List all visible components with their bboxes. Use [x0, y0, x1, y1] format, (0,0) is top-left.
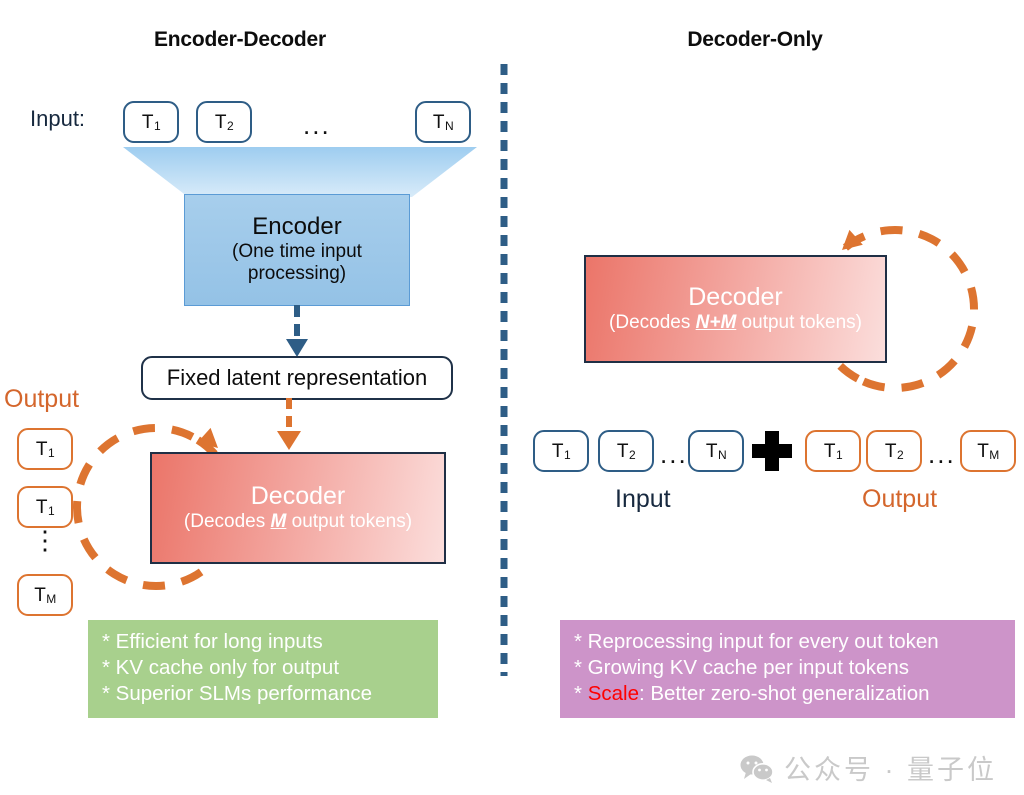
- wechat-icon: [740, 755, 774, 783]
- callout-line3-prefix: *: [574, 682, 588, 706]
- panel-divider: [500, 64, 508, 676]
- token-sub: 1: [563, 448, 571, 462]
- left-decoder-box: Decoder (Decodes M output tokens): [150, 452, 446, 564]
- callout-scale-keyword: Scale: [587, 682, 639, 706]
- plus-icon: [752, 431, 792, 471]
- right-input-caption: Input: [615, 485, 671, 513]
- callout-line: * Superior SLMs performance: [102, 682, 373, 706]
- token-base: T: [35, 438, 48, 460]
- input-funnel-shape: [123, 147, 477, 197]
- right-output-caption: Output: [862, 485, 938, 513]
- left-panel-title: Encoder-Decoder: [153, 28, 327, 51]
- latent-representation-box: Fixed latent representation: [141, 356, 453, 400]
- token-base: T: [432, 111, 445, 133]
- encoder-to-latent-arrow: [286, 305, 308, 357]
- left-decoder-sub-prefix: (Decodes: [183, 510, 271, 532]
- token-sub: N: [444, 119, 454, 133]
- left-decoder-sub-suffix: output tokens): [286, 510, 413, 532]
- token-base: T: [34, 584, 46, 606]
- watermark: 公众号 · 量子位: [740, 748, 997, 787]
- left-benefits-callout: * Efficient for long inputs * KV cache o…: [88, 620, 438, 718]
- right-decoder-sub-prefix: (Decodes: [609, 311, 696, 333]
- encoder-subtitle-line1: (One time input: [232, 240, 362, 262]
- token-base: T: [823, 440, 836, 462]
- watermark-text: 公众号 · 量子位: [784, 755, 997, 785]
- token-base: T: [616, 440, 629, 462]
- right-decoder-sub-suffix: output tokens): [736, 311, 862, 333]
- token-base: T: [35, 496, 48, 518]
- token-sub: 2: [226, 119, 234, 133]
- callout-line: * Growing KV cache per input tokens: [574, 656, 910, 680]
- token-base: T: [705, 440, 718, 462]
- token-sub: M: [46, 592, 57, 606]
- token-sub: 1: [153, 119, 161, 133]
- callout-line-scale: * Scale: Better zero-shot generalization: [574, 681, 1001, 707]
- token-sub: 1: [835, 448, 843, 462]
- callout-line: * Reprocessing input for every out token: [574, 630, 939, 653]
- token-base: T: [214, 111, 227, 133]
- encoder-title: Encoder: [252, 212, 342, 240]
- token-base: T: [884, 440, 897, 462]
- token-base: T: [551, 440, 564, 462]
- left-decoder-title: Decoder: [250, 482, 346, 511]
- left-decoder-sub-symbol: M: [270, 510, 287, 532]
- left-output-label: Output: [4, 385, 80, 413]
- token-sub: 2: [896, 448, 904, 462]
- right-input-ellipsis: ...: [660, 439, 688, 469]
- right-decoder-title: Decoder: [688, 283, 783, 312]
- right-decoder-sub-symbol: N+M: [695, 311, 737, 333]
- callout-line3-suffix: : Better zero-shot generalization: [638, 682, 930, 706]
- token-sub: M: [989, 448, 1000, 462]
- encoder-box: Encoder (One time input processing): [184, 194, 410, 306]
- right-decoder-subtitle: (Decodes N+M output tokens): [609, 312, 862, 335]
- callout-line: * KV cache only for output: [102, 656, 340, 680]
- token-sub: N: [717, 448, 727, 462]
- latent-to-decoder-arrow: [277, 398, 301, 450]
- right-panel-title: Decoder-Only: [687, 28, 823, 51]
- encoder-subtitle: (One time input processing): [232, 241, 362, 287]
- right-decoder-box: Decoder (Decodes N+M output tokens): [584, 255, 887, 363]
- token-sub: 2: [628, 448, 636, 462]
- token-base: T: [141, 111, 154, 133]
- left-decoder-subtitle: (Decodes M output tokens): [184, 511, 412, 534]
- left-output-ellipsis: ⋮: [32, 525, 58, 555]
- right-drawbacks-callout: * Reprocessing input for every out token…: [560, 620, 1015, 718]
- encoder-subtitle-line2: processing): [247, 263, 347, 285]
- right-output-ellipsis: ...: [928, 439, 956, 469]
- token-sub: 1: [47, 504, 55, 518]
- left-input-ellipsis: ...: [303, 110, 331, 140]
- callout-line: * Efficient for long inputs: [102, 630, 323, 653]
- left-input-label: Input:: [30, 106, 86, 131]
- token-base: T: [977, 440, 989, 462]
- token-sub: 1: [47, 446, 55, 460]
